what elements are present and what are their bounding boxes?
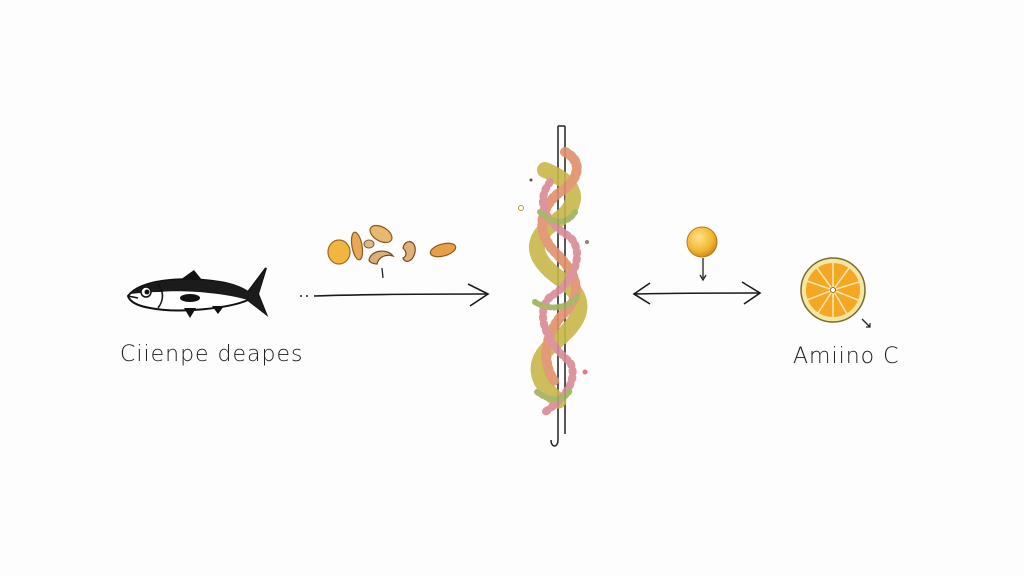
arrow-helix-to-orange [630, 280, 764, 308]
helix-node [515, 122, 595, 452]
dna-helix-strand-icon [518, 125, 589, 447]
fish-icon [126, 267, 269, 318]
fish-label: Ciienpe deapes [120, 342, 304, 367]
orange-slice-icon [800, 257, 871, 328]
bidirectional-arrow-icon [632, 281, 762, 305]
ball-node [682, 226, 722, 286]
orange-node [800, 255, 880, 335]
nuts-group [325, 220, 465, 280]
nuts-seeds-icon [327, 224, 457, 279]
arrow-fish-to-helix [298, 280, 494, 310]
fish-node [120, 262, 270, 326]
arrow-right-icon [300, 283, 490, 307]
orange-label: Amiino C [793, 344, 900, 369]
yellow-sphere-icon [686, 226, 718, 282]
